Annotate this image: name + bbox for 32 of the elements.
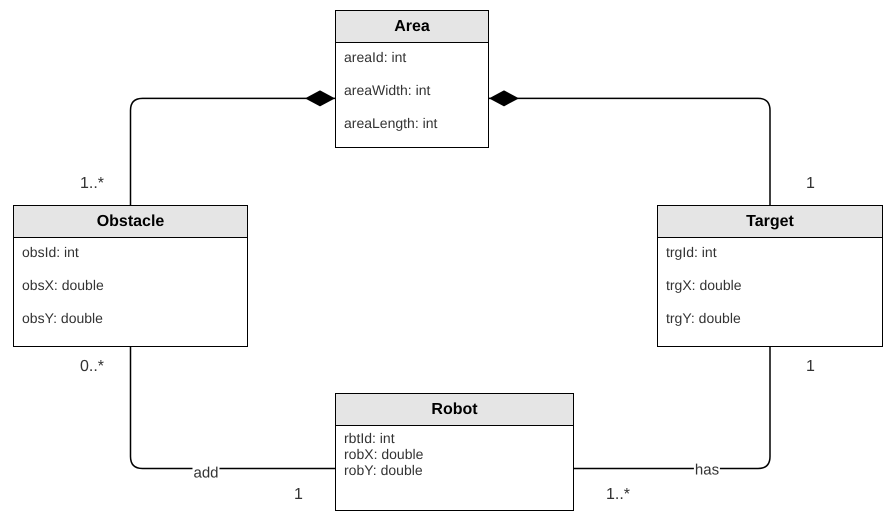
association-line: [130, 90, 335, 205]
attribute-text: trgX: double: [666, 276, 742, 295]
class-header: Target: [658, 206, 882, 238]
attribute-text: robY: double: [344, 462, 424, 478]
multiplicity-label: 1..*: [606, 487, 630, 503]
multiplicity-label: 1: [806, 176, 815, 192]
multiplicity-label: 1: [806, 359, 815, 375]
attribute-text: areaWidth: int: [344, 81, 432, 100]
class-box: [657, 205, 883, 347]
attribute-text: obsX: double: [22, 276, 105, 295]
attribute-text: obsY: double: [22, 309, 104, 328]
multiplicity-label: 1: [294, 487, 303, 503]
attribute-text: trgY: double: [666, 309, 742, 328]
attribute-text: trgId: int: [666, 243, 718, 262]
multiplicity-label: 0..*: [80, 359, 104, 375]
class-header: Area: [336, 11, 488, 43]
class-box: [13, 205, 248, 347]
class-box: [335, 10, 489, 148]
association-line: [489, 90, 771, 205]
multiplicity-label: 1..*: [80, 176, 104, 192]
attribute-text: areaLength: int: [344, 114, 438, 133]
attribute-text: obsId: int: [22, 243, 80, 262]
edge-label: add: [192, 466, 220, 480]
edge-label: has: [694, 462, 720, 478]
association-line: [574, 347, 771, 470]
attribute-text: areaId: int: [344, 48, 408, 67]
attribute-text: robX: double: [344, 446, 424, 462]
class-header: Obstacle: [14, 206, 247, 238]
attribute-text: rbtId: int: [344, 430, 396, 446]
class-header: Robot: [336, 394, 573, 426]
class-box: [335, 393, 574, 511]
association-line: [130, 347, 335, 470]
